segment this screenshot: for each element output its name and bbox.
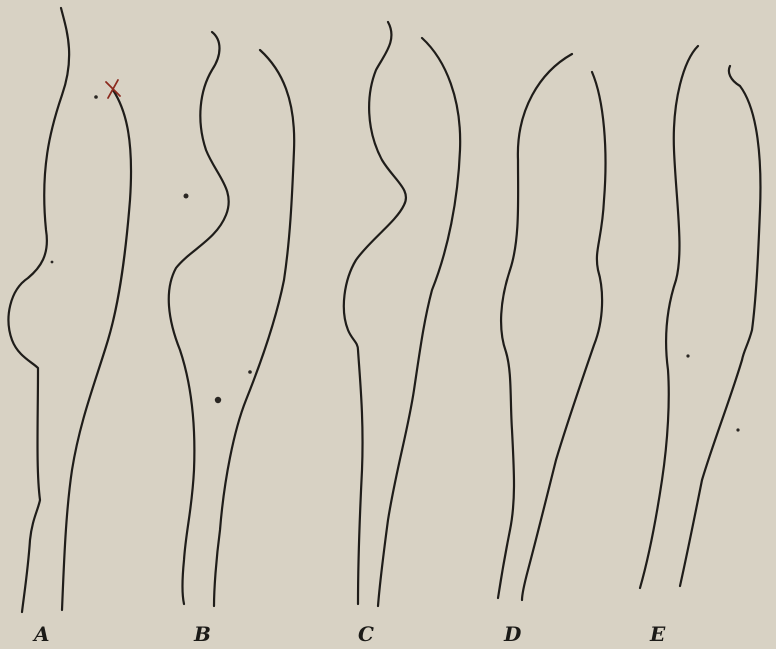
panel-label-b: B [194,624,211,644]
speck [94,95,98,99]
panel-c-outline [344,22,460,606]
speck [686,354,689,357]
panel-label-c: C [358,624,374,644]
panel-c-left-contour [344,22,406,604]
paper-specks [51,95,740,431]
panel-c-right-contour [378,38,460,606]
panel-b-left-contour [169,32,229,604]
speck [736,428,739,431]
speck [51,261,54,264]
speck [184,194,189,199]
speck [248,370,252,374]
panel-d-outline [498,54,606,600]
panel-e-left-contour [640,46,698,588]
panel-e-right-contour [680,66,760,586]
panel-label-a: A [34,624,50,644]
panel-b-right-contour [214,50,294,606]
panel-label-e: E [650,624,665,644]
panel-a-outline [9,8,132,612]
panel-a-right-contour [62,90,131,610]
panel-a-mark [106,80,120,98]
panel-d-right-contour [522,72,606,600]
panel-a-left-contour [9,8,70,612]
panel-b-outline [169,32,294,606]
panel-e-outline [640,46,760,588]
panel-label-d: D [504,624,521,644]
panel-d-left-contour [498,54,572,598]
speck [215,397,221,403]
